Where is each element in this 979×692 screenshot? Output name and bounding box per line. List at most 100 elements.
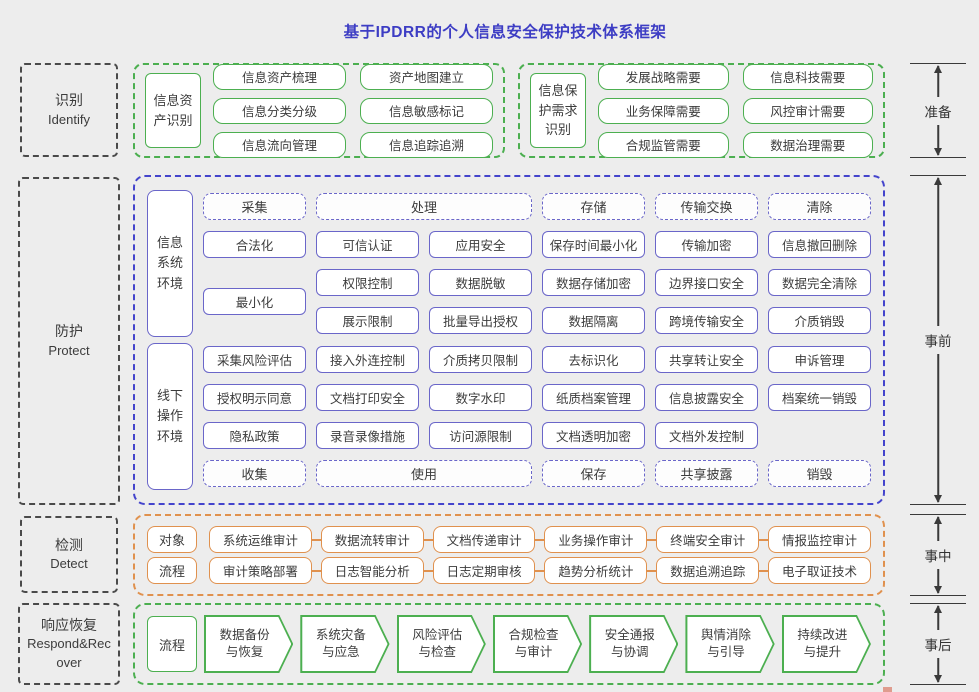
protect-phase-box: 清除 (768, 192, 871, 220)
identify-item: 业务保障需要 (598, 97, 729, 124)
identify-item: 数据治理需要 (742, 131, 873, 158)
detect-item: 数据追溯追踪 (656, 557, 760, 584)
protect-item: 文档外发控制 (655, 422, 758, 450)
detect-item: 审计策略部署 (209, 557, 312, 584)
respond-step-line1: 持续改进 (797, 627, 848, 642)
stage-identify-label-en: Identify (48, 111, 90, 127)
stage-protect-label-en: Protect (48, 342, 90, 358)
respond-step-line2: 与提升 (803, 645, 842, 659)
protect-item: 去标识化 (542, 345, 645, 373)
connector-line (759, 569, 769, 572)
stage-identify-label-zh: 识别 (55, 92, 83, 109)
connector-line (759, 538, 769, 541)
respond-step-arrow: 合规检查与审计 (493, 615, 582, 673)
detect-row: 对象系统运维审计数据流转审计文档传递审计业务操作审计终端安全审计情报监控审计 (147, 526, 871, 553)
protect-item: 传输加密 (655, 230, 758, 258)
respond-step-line1: 安全通报 (604, 627, 655, 642)
respond-step-label: 数据备份与恢复 (206, 617, 291, 671)
protect-item: 跨境传输安全 (655, 307, 758, 335)
arrowhead-down-icon (934, 586, 942, 594)
stage-detect-box: 检测 Detect (20, 516, 118, 593)
connector-line (647, 569, 657, 572)
protect-env-label: 线下操作环境 (147, 343, 193, 490)
detect-item: 终端安全审计 (656, 526, 760, 553)
protect-phase-box: 存储 (542, 192, 645, 220)
protect-phase-box: 共享披露 (655, 460, 758, 488)
detect-item: 电子取证技术 (768, 557, 871, 584)
respond-step-label: 持续改进与提升 (784, 617, 869, 671)
protect-item: 最小化 (203, 288, 306, 316)
stage-identify-box: 识别 Identify (20, 63, 118, 157)
detect-panel: 对象系统运维审计数据流转审计文档传递审计业务操作审计终端安全审计情报监控审计流程… (133, 514, 885, 596)
detect-row: 流程审计策略部署日志智能分析日志定期审核趋势分析统计数据追溯追踪电子取证技术 (147, 557, 871, 584)
protect-item: 展示限制 (316, 307, 419, 335)
respond-step-line2: 与协调 (611, 645, 649, 659)
respond-step-arrow: 数据备份与恢复 (204, 615, 293, 673)
detect-item: 情报监控审计 (768, 526, 871, 553)
protect-item: 文档打印安全 (316, 383, 419, 411)
identify-asset-panel-label: 信息资产识别 (145, 73, 201, 148)
cap-line-top (910, 63, 966, 64)
respond-step-label: 舆情消除与引导 (687, 617, 772, 671)
arrowhead-up-icon (934, 65, 942, 73)
protect-item: 数字水印 (429, 383, 532, 411)
protect-item: 权限控制 (316, 269, 419, 297)
protect-item: 申诉管理 (768, 345, 871, 373)
respond-step-line2: 与恢复 (225, 645, 264, 659)
protect-item: 数据脱敏 (429, 269, 532, 297)
protect-item: 共享转让安全 (655, 345, 758, 373)
protect-phase-box: 处理 (316, 192, 532, 220)
protect-env-label: 信息系统环境 (147, 190, 193, 337)
cap-line-bottom (910, 684, 966, 685)
protect-item: 授权明示同意 (203, 383, 306, 411)
detect-head-box: 流程 (147, 557, 197, 584)
respond-step-arrow: 安全通报与协调 (589, 615, 678, 673)
identify-need-items: 发展战略需要信息科技需要业务保障需要风控审计需要合规监管需要数据治理需要 (598, 63, 873, 158)
cap-line-bottom (910, 157, 966, 158)
timeline-label: 事前 (922, 326, 954, 354)
cap-line-top (910, 175, 966, 176)
identify-asset-items: 信息资产梳理资产地图建立信息分类分级信息敏感标记信息流向管理信息追踪追溯 (213, 63, 493, 158)
protect-item: 信息披露安全 (655, 383, 758, 411)
protect-item: 应用安全 (429, 230, 532, 258)
identify-item: 信息科技需要 (742, 63, 873, 90)
protect-item: 可信认证 (316, 230, 419, 258)
connector-line (535, 569, 545, 572)
identify-asset-panel: 信息资产识别 信息资产梳理资产地图建立信息分类分级信息敏感标记信息流向管理信息追… (133, 63, 505, 158)
protect-item: 访问源限制 (429, 422, 532, 450)
timeline-segment: 准备 (908, 63, 968, 158)
timeline-label: 准备 (922, 96, 954, 125)
protect-phase-box: 收集 (203, 460, 306, 488)
respond-step-arrow: 持续改进与提升 (782, 615, 871, 673)
respond-step-label: 系统灾备与应急 (302, 617, 387, 671)
protect-item: 批量导出授权 (429, 307, 532, 335)
protect-item: 数据完全清除 (768, 269, 871, 297)
respond-step-arrow: 舆情消除与引导 (685, 615, 774, 673)
respond-step-line2: 与审计 (514, 645, 553, 659)
stage-protect-box: 防护 Protect (18, 177, 120, 505)
cap-line-top (910, 514, 966, 515)
respond-step-label: 安全通报与协调 (591, 617, 676, 671)
detect-item: 数据流转审计 (320, 526, 424, 553)
respond-step-label: 合规检查与审计 (495, 617, 580, 671)
protect-item: 录音录像措施 (316, 422, 419, 450)
detect-item: 系统运维审计 (209, 526, 312, 553)
diagram-title: 基于IPDRR的个人信息安全保护技术体系框架 (343, 24, 667, 41)
protect-panel: 信息系统环境线下操作环境采集处理存储传输交换清除合法化可信认证应用安全保存时间最… (133, 175, 885, 505)
protect-item: 文档透明加密 (542, 422, 645, 450)
stage-detect-label-zh: 检测 (55, 536, 83, 553)
respond-head-box: 流程 (147, 616, 197, 672)
connector-line (423, 569, 433, 572)
detect-head-box: 对象 (147, 526, 197, 553)
arrowhead-down-icon (934, 675, 942, 683)
respond-step-line1: 数据备份 (219, 627, 270, 642)
identify-item: 信息追踪追溯 (360, 131, 493, 158)
stage-respond-label-en: Respond&Recover (27, 636, 111, 671)
protect-item: 保存时间最小化 (542, 230, 645, 258)
protect-item: 数据存储加密 (542, 269, 645, 297)
detect-item: 日志定期审核 (432, 557, 536, 584)
timeline-segment: 事前 (908, 175, 968, 505)
arrowhead-up-icon (934, 605, 942, 613)
timeline-segment: 事中 (908, 514, 968, 596)
